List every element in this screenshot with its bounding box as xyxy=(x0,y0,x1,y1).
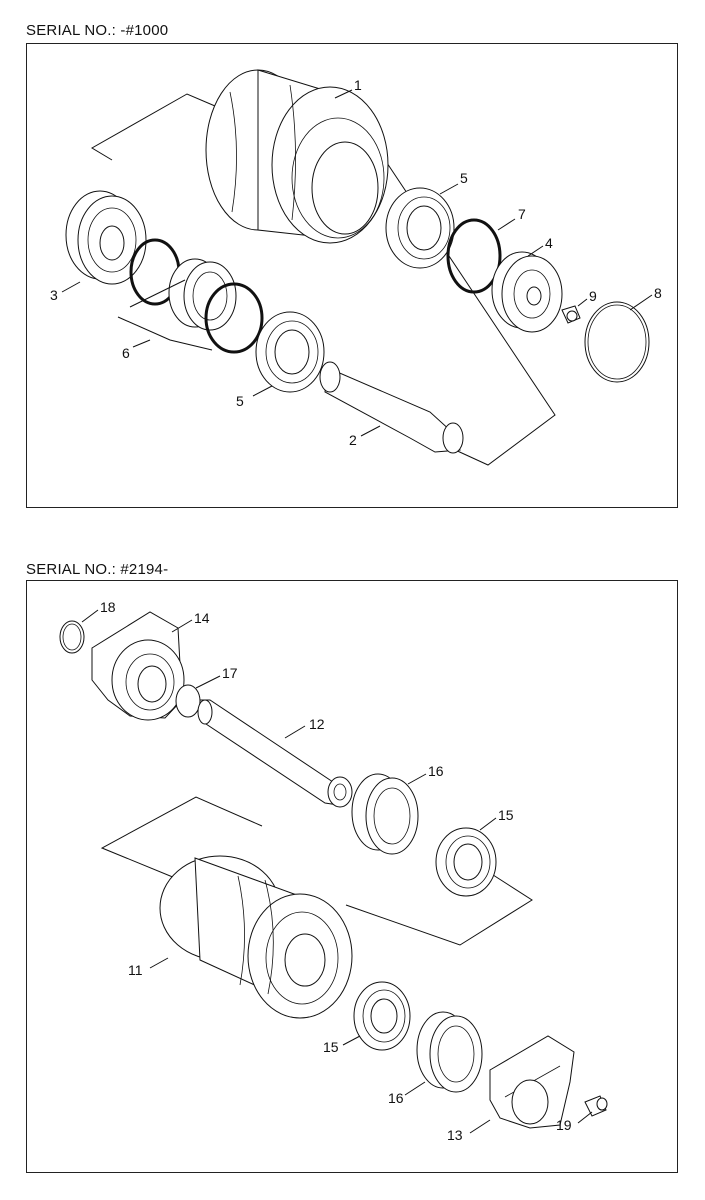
label-18: 18 xyxy=(100,599,116,615)
label-4: 4 xyxy=(545,235,553,251)
shaft-part-12 xyxy=(197,699,353,808)
floating-seal-part-6 xyxy=(117,238,264,354)
leader-lines-2 xyxy=(81,609,593,1134)
floating-seal-part-16-lower xyxy=(416,1011,483,1093)
serial-number-heading-2: SERIAL NO.: #2194- xyxy=(26,561,169,578)
label-13: 13 xyxy=(447,1127,463,1143)
bolt-part-19 xyxy=(584,1095,608,1117)
assembly-outline-1 xyxy=(91,93,556,466)
circlip-part-18 xyxy=(59,620,85,654)
plug-part-9 xyxy=(561,305,581,324)
label-16-upper: 16 xyxy=(428,763,444,779)
bearing-part-15-lower xyxy=(353,981,411,1051)
label-19: 19 xyxy=(556,1117,572,1133)
roller-body-part-1 xyxy=(205,69,389,244)
label-6: 6 xyxy=(122,345,130,361)
serial-number-heading-1: SERIAL NO.: -#1000 xyxy=(26,22,169,39)
floating-seal-part-16-upper xyxy=(351,773,419,855)
label-9: 9 xyxy=(589,288,597,304)
label-15-upper: 15 xyxy=(498,807,514,823)
label-3: 3 xyxy=(50,287,58,303)
label-17: 17 xyxy=(222,665,238,681)
collar-part-3 xyxy=(65,190,147,285)
label-15-lower: 15 xyxy=(323,1039,339,1055)
part-labels-1: 1 2 3 4 5 5 6 7 8 9 xyxy=(50,77,662,448)
o-ring-part-17 xyxy=(175,684,201,718)
label-2: 2 xyxy=(349,432,357,448)
label-5-left: 5 xyxy=(236,393,244,409)
label-11: 11 xyxy=(128,962,143,978)
bracket-part-14 xyxy=(91,611,185,721)
label-5-right: 5 xyxy=(460,170,468,186)
snap-ring-part-8 xyxy=(584,301,650,383)
bearing-part-5-right xyxy=(385,187,455,269)
label-8: 8 xyxy=(654,285,662,301)
label-7: 7 xyxy=(518,206,526,222)
exploded-view-panel-1 xyxy=(26,43,678,508)
bearing-part-15-upper xyxy=(435,827,497,897)
label-12: 12 xyxy=(309,716,325,732)
label-16-lower: 16 xyxy=(388,1090,404,1106)
o-ring-part-7 xyxy=(446,218,502,294)
collar-part-4 xyxy=(491,251,563,333)
bracket-part-13 xyxy=(489,1035,575,1129)
assembly-outline-2 xyxy=(100,796,533,946)
label-14: 14 xyxy=(194,610,210,626)
label-1: 1 xyxy=(354,77,362,93)
roller-body-part-11 xyxy=(159,855,353,1019)
bearing-part-5-left xyxy=(255,311,325,393)
part-labels-2: 11 12 13 14 15 15 16 16 17 18 19 xyxy=(100,599,572,1143)
shaft-part-2 xyxy=(319,361,464,454)
leader-lines-1 xyxy=(61,89,653,437)
